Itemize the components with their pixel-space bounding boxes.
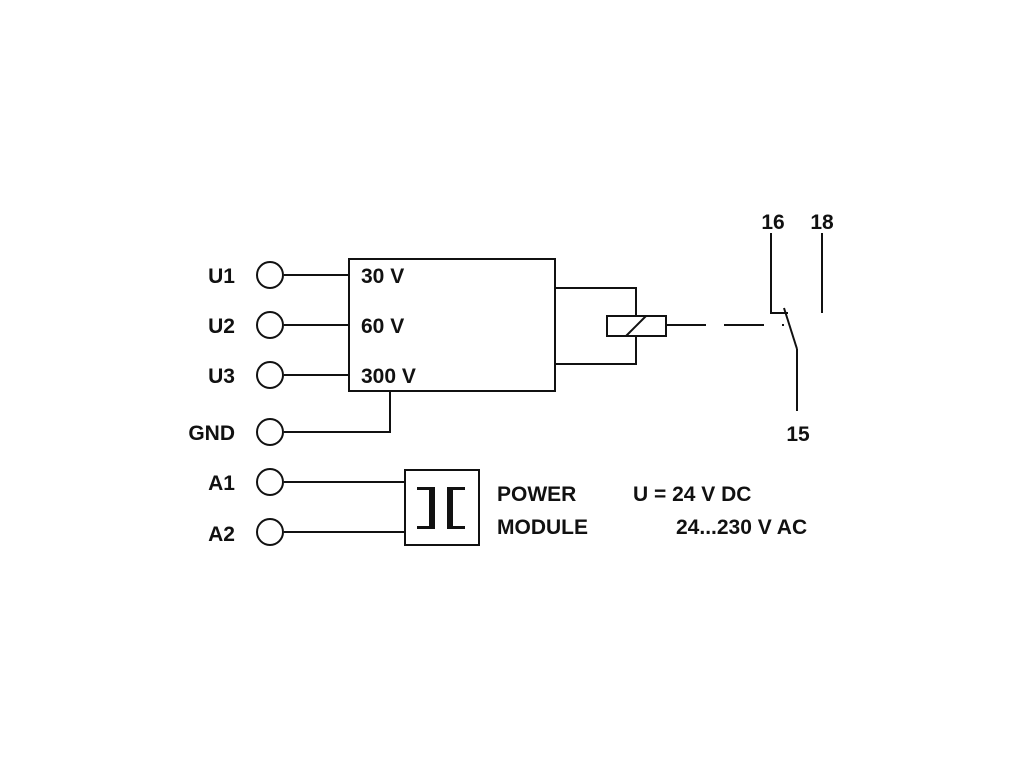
terminal-label-a1: A1 (208, 472, 235, 495)
terminal-label-u2: U2 (208, 315, 235, 338)
wire-coil-top (555, 287, 637, 316)
contact-blade (783, 307, 798, 350)
terminal-gnd (256, 418, 284, 446)
power-voltage-dc: U = 24 V DC (633, 483, 751, 506)
terminal-a1 (256, 468, 284, 496)
power-voltage-ac: 24...230 V AC (676, 516, 807, 539)
terminal-u2 (256, 311, 284, 339)
transformer-icon (417, 487, 465, 529)
terminal-label-a2: A2 (208, 523, 235, 546)
contact-label-16: 16 (761, 211, 784, 234)
terminal-a2 (256, 518, 284, 546)
contact-label-18: 18 (810, 211, 834, 234)
terminal-label-u3: U3 (208, 365, 235, 388)
input-module-box (348, 258, 556, 392)
contact-label-15: 15 (786, 423, 810, 446)
contact-16-line (770, 233, 788, 314)
wire-gnd (284, 391, 391, 433)
terminal-label-gnd: GND (188, 422, 235, 445)
range-label-60v: 60 V (361, 315, 404, 338)
power-module-box (404, 469, 480, 546)
terminal-u3 (256, 361, 284, 389)
range-label-30v: 30 V (361, 265, 404, 288)
relay-coil-slash (625, 315, 647, 337)
terminal-label-u1: U1 (208, 265, 235, 288)
power-module-line2: MODULE (497, 516, 588, 539)
power-module-line1: POWER (497, 483, 576, 506)
range-label-300v: 300 V (361, 365, 416, 388)
terminal-u1 (256, 261, 284, 289)
wire-coil-bottom (555, 336, 637, 365)
